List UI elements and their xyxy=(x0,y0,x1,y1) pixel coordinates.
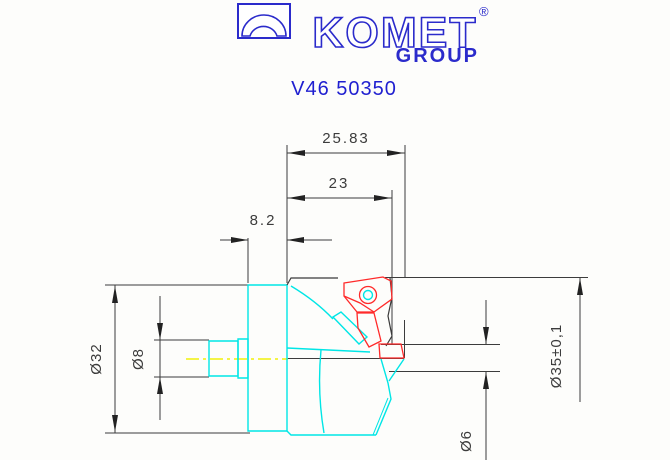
arrow-icon xyxy=(483,372,489,389)
dim-overall-length-label: 25.83 xyxy=(322,130,370,147)
dim-cutting-length-label: 23 xyxy=(329,175,350,192)
head-top-edge xyxy=(286,277,338,286)
arrow-icon xyxy=(483,327,489,344)
brand-text: KOMET xyxy=(312,9,477,57)
inner-insert-pocket xyxy=(356,312,382,348)
arrow-icon xyxy=(374,195,391,201)
brand-sub-text: GROUP xyxy=(396,45,479,67)
dim-shank-diameter-label: Ø32 xyxy=(88,343,105,374)
drill-point-edge xyxy=(388,358,405,382)
arrow-icon xyxy=(577,278,583,295)
arrow-icon xyxy=(387,150,404,156)
arrow-icon xyxy=(112,415,118,432)
insert-screw xyxy=(358,285,378,305)
dim-tip-diameter-label: Ø6 xyxy=(458,430,475,452)
center-insert-tip xyxy=(378,343,405,359)
waist-line xyxy=(286,347,371,353)
head-flank-inner xyxy=(372,397,389,436)
dim-flange-width-label: 8.2 xyxy=(250,212,277,229)
arrow-icon xyxy=(112,286,118,303)
tool-body-outline xyxy=(208,284,405,436)
arrow-icon xyxy=(157,323,163,340)
head-silhouette xyxy=(286,277,393,347)
flute-land xyxy=(331,311,369,345)
arrow-icon xyxy=(288,195,305,201)
arrow-icon xyxy=(287,237,304,243)
head-flank xyxy=(375,358,392,436)
flange xyxy=(247,284,288,432)
dim-pilot-diameter-label: Ø8 xyxy=(130,348,147,370)
registered-mark: ® xyxy=(479,4,489,19)
dimension-arrowheads xyxy=(112,150,583,432)
logo-dome-icon xyxy=(241,14,287,37)
part-number: V46 50350 xyxy=(291,78,397,100)
flute-boundary xyxy=(318,349,325,434)
dimension-lines xyxy=(105,145,588,460)
arrow-icon xyxy=(288,150,305,156)
cutting-inserts xyxy=(343,276,405,359)
flute-curve xyxy=(290,285,334,320)
arrow-icon xyxy=(231,237,248,243)
dim-cutting-diameter-label: Ø35±0,1 xyxy=(548,324,565,388)
head-bottom-edge xyxy=(286,430,376,436)
screw-torx xyxy=(362,289,374,301)
insert-edge-line xyxy=(343,295,375,313)
outer-insert xyxy=(343,276,393,313)
arrow-icon xyxy=(157,377,163,394)
komet-logo: KOMET ® GROUP xyxy=(237,3,489,67)
